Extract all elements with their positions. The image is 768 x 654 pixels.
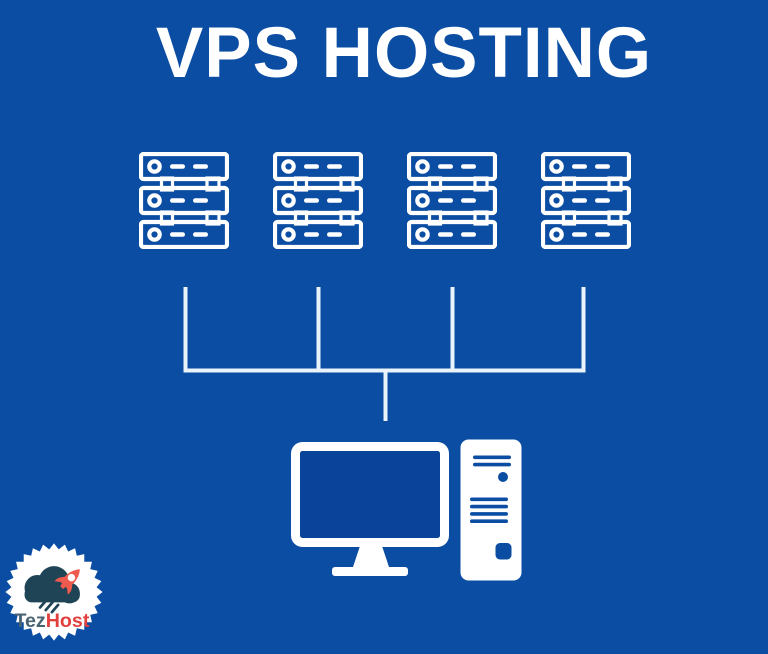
server-stack-icon: [273, 152, 363, 249]
server-unit-icon: [273, 185, 363, 216]
server-stack-icon: [541, 152, 631, 249]
server-unit-icon: [139, 185, 229, 216]
server-unit-icon: [139, 152, 229, 182]
monitor-icon: [291, 442, 449, 576]
server-unit-icon: [273, 219, 363, 249]
server-stack-icon: [407, 152, 497, 249]
server-unit-icon: [139, 219, 229, 249]
pc-tower-icon: [460, 439, 522, 581]
server-unit-icon: [407, 219, 497, 249]
cloud-icon: [24, 566, 80, 604]
server-unit-icon: [541, 219, 631, 249]
server-stack-icon: [139, 152, 229, 249]
server-unit-icon: [541, 185, 631, 216]
rocket-icon: [54, 569, 80, 595]
rocket-exhaust-lines: [38, 598, 60, 614]
server-unit-icon: [407, 185, 497, 216]
logo-text: TezHost: [14, 610, 89, 632]
server-unit-icon: [273, 152, 363, 182]
server-stack-row: [139, 152, 631, 249]
server-unit-icon: [407, 152, 497, 182]
tezhost-logo-badge: TezHost: [5, 543, 103, 641]
page-title: VPS HOSTING: [155, 14, 653, 93]
server-unit-icon: [541, 152, 631, 182]
